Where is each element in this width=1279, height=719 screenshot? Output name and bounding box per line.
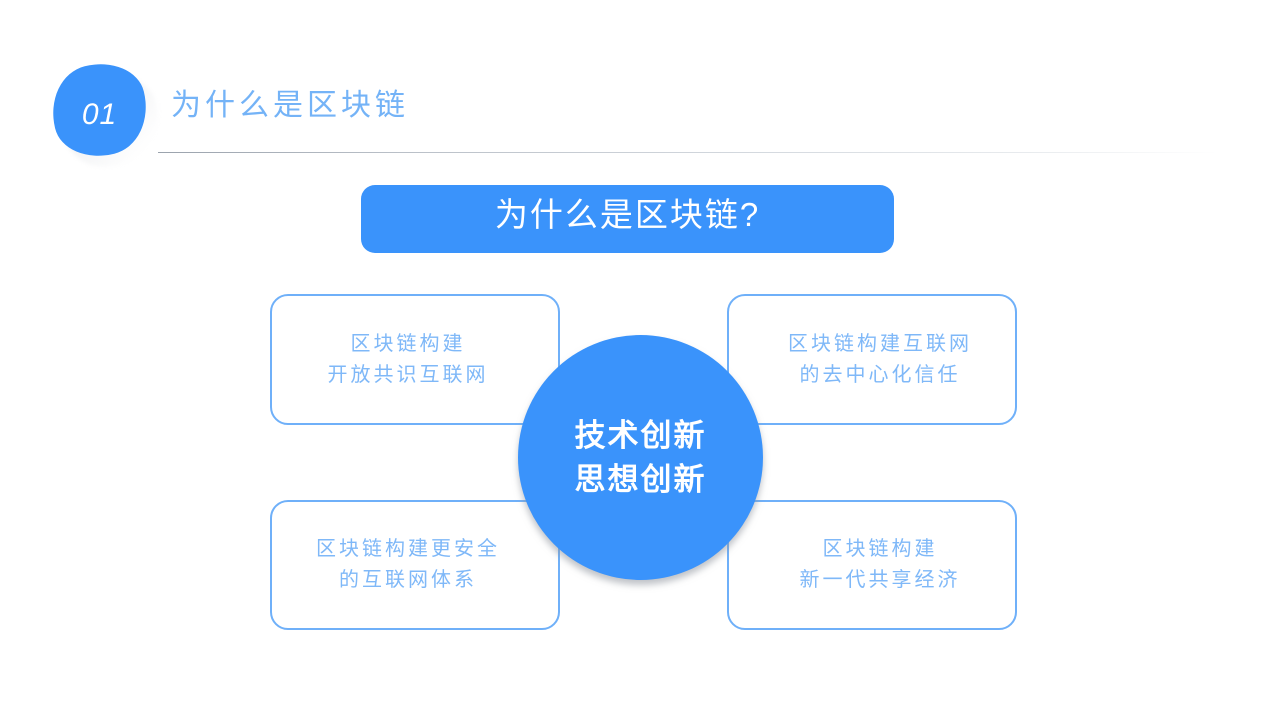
center-hub-circle[interactable]: 技术创新 思想创新: [518, 335, 763, 580]
card-bottom-right[interactable]: 区块链构建 新一代共享经济: [727, 500, 1017, 630]
page-title: 为什么是区块链: [171, 89, 409, 122]
center-hub-text: 技术创新 思想创新: [574, 417, 707, 497]
card-bottom-left[interactable]: 区块链构建更安全 的互联网体系: [270, 500, 560, 630]
card-top-left-text: 区块链构建 开放共识互联网: [327, 332, 489, 386]
main-title-banner: 为什么是区块链?: [361, 185, 894, 253]
card-bottom-left-text: 区块链构建更安全 的互联网体系: [316, 538, 500, 591]
section-number-badge: 01: [42, 53, 163, 171]
badge-shape-icon: 01: [42, 53, 157, 167]
card-bottom-right-text: 区块链构建 新一代共享经济: [799, 538, 961, 591]
header-divider: [158, 152, 1218, 153]
card-top-left[interactable]: 区块链构建 开放共识互联网: [270, 294, 560, 425]
badge-number-label: 01: [81, 98, 118, 131]
main-title-text: 为什么是区块链?: [494, 196, 761, 233]
card-top-right-text: 区块链构建互联网 的去中心化信任: [788, 332, 972, 386]
card-top-right[interactable]: 区块链构建互联网 的去中心化信任: [727, 294, 1017, 425]
